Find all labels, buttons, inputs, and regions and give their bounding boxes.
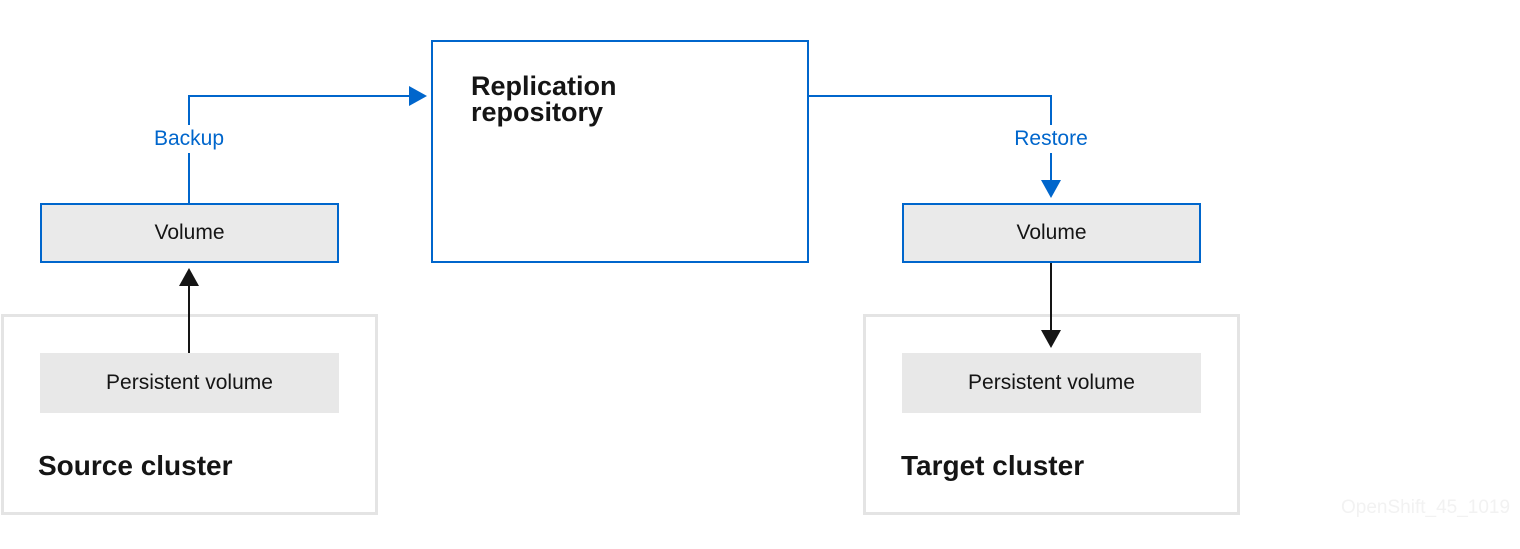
- target-volume-label: Volume: [1016, 221, 1087, 244]
- restore-arrowhead: [1041, 180, 1061, 198]
- target-cluster-box: [863, 314, 1240, 515]
- diagram-watermark: OpenShift_45_1019: [1341, 497, 1511, 518]
- source-volume-label: Volume: [154, 221, 225, 244]
- source-cluster-label: Source cluster: [38, 450, 233, 481]
- target-pv-label: Persistent volume: [968, 371, 1135, 394]
- source-pv-label: Persistent volume: [106, 371, 273, 394]
- source-pv-to-volume-arrowhead: [179, 268, 199, 286]
- backup-label: Backup: [144, 125, 234, 153]
- replication-repository-box: [431, 40, 809, 263]
- target-cluster-label: Target cluster: [901, 450, 1085, 481]
- target-volume: Volume: [902, 203, 1201, 263]
- backup-arrowhead: [409, 86, 427, 106]
- backup-connector: [188, 95, 411, 203]
- target-persistent-volume: Persistent volume: [902, 353, 1201, 413]
- restore-connector: [809, 95, 1052, 183]
- source-persistent-volume: Persistent volume: [40, 353, 339, 413]
- target-volume-to-pv-arrowhead: [1041, 330, 1061, 348]
- source-volume: Volume: [40, 203, 339, 263]
- restore-label: Restore: [1004, 125, 1098, 153]
- replication-repository-title: Replication repository: [471, 71, 617, 127]
